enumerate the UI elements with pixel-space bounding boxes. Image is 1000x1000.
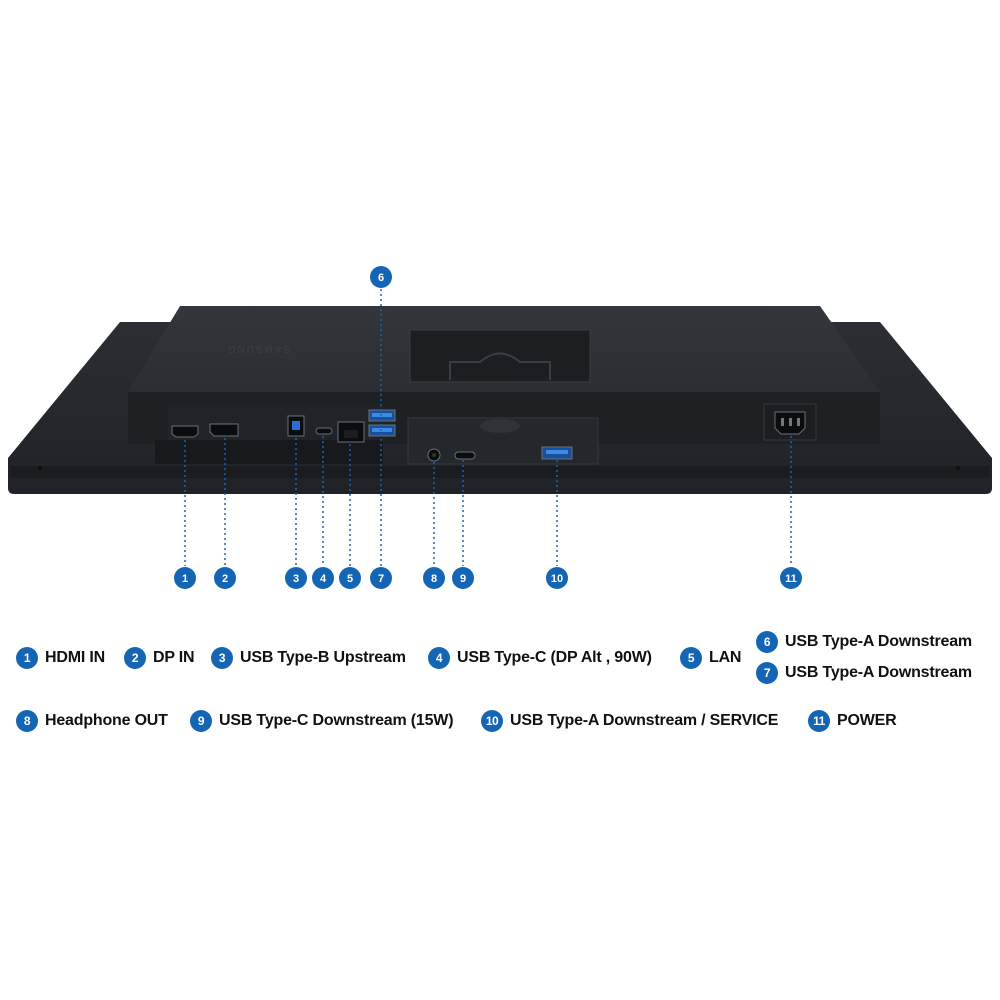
stand-mount <box>409 329 591 383</box>
callout-badge-5: 5 <box>339 567 361 589</box>
callout-badge-circle <box>339 567 361 589</box>
callout-lines <box>184 289 792 566</box>
callout-badge-circle <box>546 567 568 589</box>
hdmi-port-icon <box>171 425 199 438</box>
headphone-port-icon <box>427 448 441 462</box>
screw-left <box>38 466 42 470</box>
callout-badge-7: 7 <box>370 567 392 589</box>
callout-badge-6: 6 <box>370 266 392 288</box>
port-strip-lower <box>155 440 383 464</box>
callout-badge-number: 10 <box>551 573 563 585</box>
brand-logo: SAMSUNG <box>226 343 291 354</box>
callout-badge-1: 1 <box>174 567 196 589</box>
usb-a-port-6-icon <box>368 409 396 422</box>
displayport-port-icon <box>209 423 239 437</box>
callout-badge-number: 5 <box>347 573 353 585</box>
callout-badge-circle <box>452 567 474 589</box>
callout-badge-circle <box>174 567 196 589</box>
callout-badge-circle <box>312 567 334 589</box>
callout-badge-circle <box>285 567 307 589</box>
usb-b-port-icon <box>287 415 305 437</box>
usb-c-downstream-port-icon <box>454 451 476 460</box>
stand-mount-groove <box>449 352 551 380</box>
callout-badge-8: 8 <box>423 567 445 589</box>
callout-badge-number: 6 <box>378 272 384 284</box>
callout-badge-11: 11 <box>780 567 802 589</box>
callout-badge-number: 8 <box>431 573 437 585</box>
callout-badge-4: 4 <box>312 567 334 589</box>
callout-badge-circle <box>780 567 802 589</box>
usb-c-port-icon <box>315 427 333 435</box>
lan-port-icon <box>337 421 365 443</box>
usb-a-port-7-icon <box>368 424 396 437</box>
callout-badge-9: 9 <box>452 567 474 589</box>
callout-badge-number: 9 <box>460 573 466 585</box>
usb-a-service-port-icon <box>541 446 573 460</box>
callout-badge-circle <box>370 266 392 288</box>
screw-right <box>956 466 960 470</box>
side-module-knob <box>480 419 520 433</box>
callout-badge-number: 4 <box>320 573 327 585</box>
callout-badge-number: 11 <box>785 573 797 585</box>
callout-badge-10: 10 <box>546 567 568 589</box>
callout-badge-number: 2 <box>222 573 228 585</box>
callout-badge-number: 1 <box>182 573 188 585</box>
callout-badge-circle <box>214 567 236 589</box>
callout-badge-circle <box>370 567 392 589</box>
callout-badge-circle <box>423 567 445 589</box>
callout-badge-2: 2 <box>214 567 236 589</box>
callout-badge-number: 3 <box>293 573 299 585</box>
monitor-bezel-edge <box>10 466 990 478</box>
power-inlet-icon <box>774 411 806 435</box>
callout-badge-3: 3 <box>285 567 307 589</box>
callout-badge-number: 7 <box>378 573 384 585</box>
